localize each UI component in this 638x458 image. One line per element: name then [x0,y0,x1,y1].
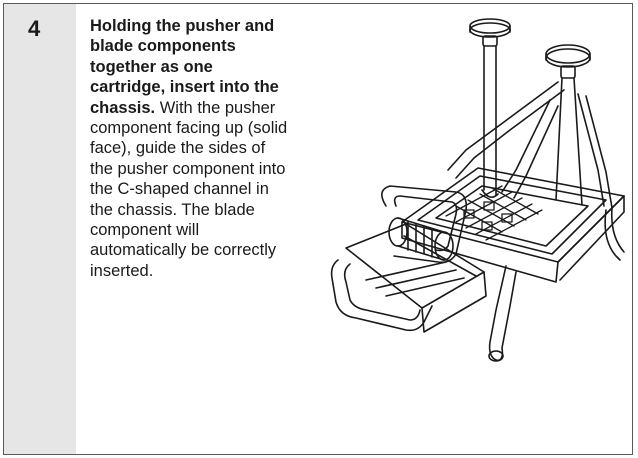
pusher-roller [381,185,468,264]
instruction-step-card: 4 Holding the pusher and blade component… [3,3,633,455]
lever-arms [447,81,613,209]
step-number-column: 4 [4,4,76,454]
step-instructions: Holding the pusher and blade components … [90,16,290,281]
chassis-legs [488,207,625,362]
chassis-body [401,167,625,283]
pusher-blade-cartridge-chassis-drawing [306,10,634,370]
right-knob-post [545,44,591,206]
blade-grid [445,185,543,241]
pusher-cartridge [330,223,487,333]
left-pusher-post [469,18,511,198]
step-body: With the pusher component facing up (sol… [90,98,288,280]
step-heading: Holding the pusher and blade components … [90,17,279,117]
step-number: 4 [28,16,41,41]
